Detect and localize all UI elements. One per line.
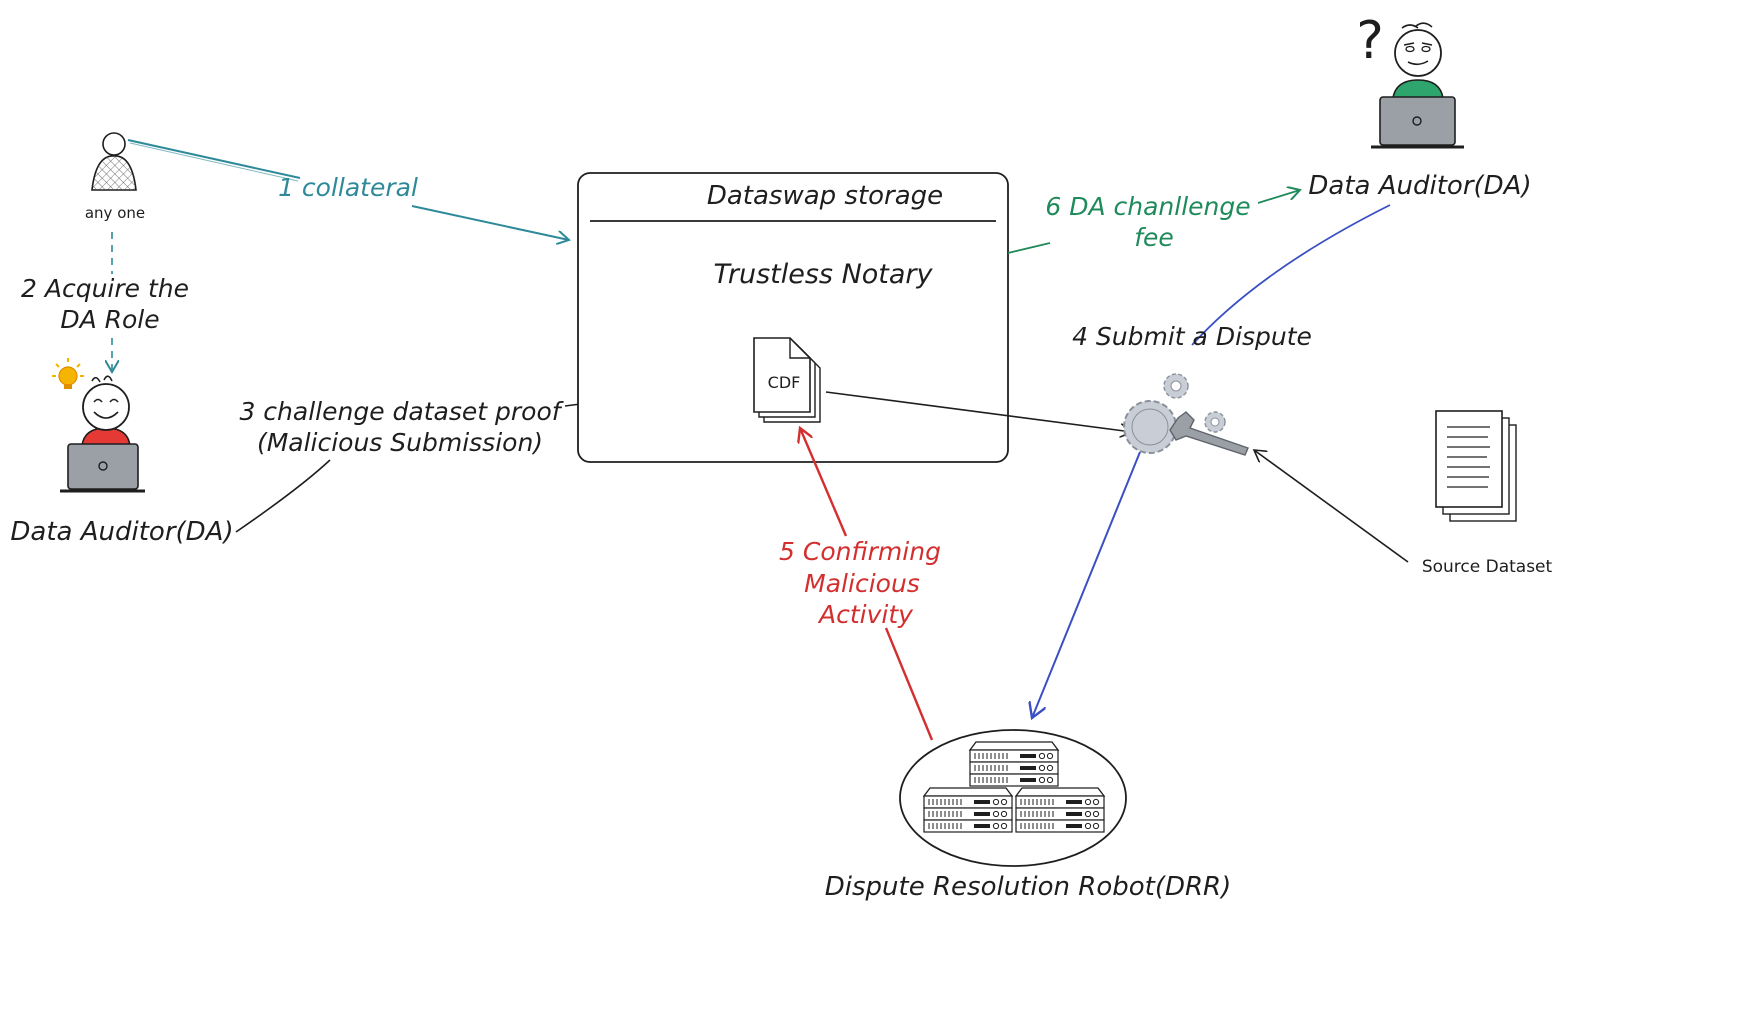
lightbulb-icon [52,358,84,389]
server-led [1084,810,1092,818]
confused-person-laptop-icon [1371,22,1464,149]
server-drive [1066,800,1082,804]
server-led [1046,764,1054,772]
acquire-label-line1: 2 Acquire the [21,274,189,303]
auditor-left-label: Data Auditor(DA) [10,517,233,547]
fee-label-line2: fee [1134,223,1174,252]
collateral-label: 1 collateral [278,173,418,202]
confirm-arrow [800,428,848,537]
server-led [1084,822,1092,830]
question-mark: ? [1356,11,1384,71]
dataswap-storage-box [577,172,1009,463]
fee-arrow-start [1007,242,1051,254]
server-roof [1014,787,1106,797]
server-drive [1066,812,1082,816]
acquire-label-line2: DA Role [60,305,159,334]
server-led [1000,810,1008,818]
confirm-label-line2: Malicious [804,569,920,598]
storage-title: Dataswap storage [707,181,943,211]
server-led [1092,810,1100,818]
server-drive [1020,778,1036,782]
server-led [1000,822,1008,830]
server-led [1092,822,1100,830]
happy-person-laptop-icon [60,375,145,493]
dispute-to-drr-arrow [1032,451,1141,718]
server-roof [922,787,1014,797]
source-dataset-label: Source Dataset [1422,557,1553,577]
server-led [1046,776,1054,784]
collateral-arrow [411,205,569,240]
server-roof [968,741,1060,751]
cdf-label: CDF [768,373,801,392]
server-unit [923,819,1013,833]
server-led [992,798,1000,806]
auditor-to-dispute-line [1191,204,1391,346]
source-to-dispute-arrow [1254,450,1409,563]
server-drive [1020,766,1036,770]
auditor-right-label: Data Auditor(DA) [1308,171,1531,201]
any-one-label: any one [85,204,145,222]
server-drive [1066,824,1082,828]
server-led [992,810,1000,818]
server-led [1092,798,1100,806]
confirm-arrow-start [884,627,934,741]
server-led [1038,752,1046,760]
server-led [1000,798,1008,806]
confirm-label-line1: 5 Confirming [779,537,941,566]
challenge-label-line2: (Malicious Submission) [257,428,543,457]
anyone-person-icon [91,132,137,191]
cdf-to-dispute-arrow [825,391,1132,432]
notary-label: Trustless Notary [713,259,933,290]
collateral-arrow-sketch [129,142,299,182]
server-led [1038,764,1046,772]
drr-label: Dispute Resolution Robot(DRR) [825,872,1232,902]
server-drive [974,824,990,828]
server-rack-icon [922,741,1106,833]
dispute-label: 4 Submit a Dispute [1072,322,1312,351]
cdf-document-icon [753,337,821,423]
source-dataset-icon [1435,410,1517,522]
challenge-label-line1: 3 challenge dataset proof [239,397,563,426]
challenge-arrow-start [235,459,331,533]
server-drive [974,800,990,804]
server-led [1038,776,1046,784]
server-unit [969,773,1059,787]
server-led [992,822,1000,830]
fee-arrow [1257,190,1300,204]
confirm-label-line3: Activity [817,600,914,629]
server-drive [974,812,990,816]
server-unit [1015,819,1105,833]
server-led [1084,798,1092,806]
fee-label-line1: 6 DA chanllenge [1045,192,1250,221]
collateral-arrow-start [127,139,301,179]
server-led [1046,752,1054,760]
server-drive [1020,754,1036,758]
gears-wrench-icon [1123,373,1249,456]
